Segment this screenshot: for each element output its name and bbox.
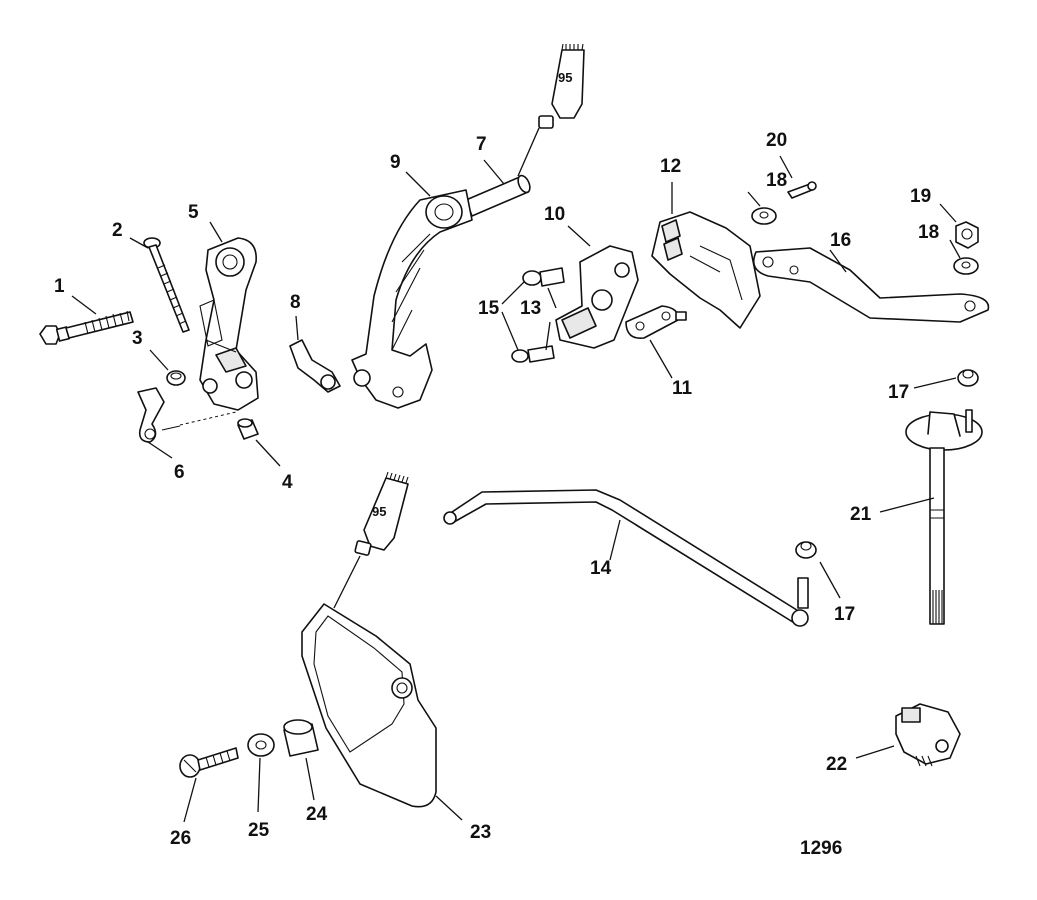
sealant-tube-95-bottom: 95 bbox=[354, 471, 409, 556]
part-11-link bbox=[625, 305, 687, 339]
part-18-washer-b bbox=[953, 257, 979, 275]
callout-2: 2 bbox=[112, 220, 123, 241]
callout-labels: 1 2 3 4 5 6 7 8 9 10 11 12 13 14 15 16 1… bbox=[54, 130, 939, 849]
part-22-clip bbox=[895, 703, 961, 767]
part-21-shaft bbox=[905, 409, 983, 625]
part-26-screw bbox=[179, 747, 239, 778]
tube-label-top: 95 bbox=[558, 70, 572, 85]
leader-lines bbox=[71, 155, 961, 823]
callout-10: 10 bbox=[544, 204, 565, 225]
callout-24: 24 bbox=[306, 804, 328, 825]
callout-21: 21 bbox=[850, 504, 872, 525]
callout-6: 6 bbox=[174, 462, 185, 483]
callout-13: 13 bbox=[520, 298, 541, 319]
callout-14: 14 bbox=[590, 558, 612, 579]
part-18-washer-a bbox=[751, 207, 777, 225]
part-8-linkage bbox=[289, 339, 341, 393]
callout-20: 20 bbox=[766, 130, 787, 151]
part-24-spacer bbox=[283, 719, 319, 757]
callout-5: 5 bbox=[188, 202, 199, 223]
part-3-bushing bbox=[166, 370, 186, 386]
part-25-washer bbox=[247, 733, 275, 757]
callout-16: 16 bbox=[830, 230, 851, 251]
callout-18a: 18 bbox=[766, 170, 787, 191]
callout-7: 7 bbox=[476, 134, 487, 155]
part-2-screw bbox=[143, 237, 190, 333]
callout-18b: 18 bbox=[918, 222, 939, 243]
part-16-throttle-arm bbox=[752, 247, 990, 323]
part-9-bracket bbox=[351, 189, 473, 409]
callout-12: 12 bbox=[660, 156, 681, 177]
part-7-pin bbox=[465, 174, 531, 217]
callout-22: 22 bbox=[826, 754, 847, 775]
callout-4: 4 bbox=[282, 472, 293, 493]
part-23-cover bbox=[301, 603, 437, 808]
callout-11: 11 bbox=[672, 378, 693, 399]
callout-1: 1 bbox=[54, 276, 65, 297]
callout-26: 26 bbox=[170, 828, 191, 849]
callout-17b: 17 bbox=[834, 604, 855, 625]
callout-8: 8 bbox=[290, 292, 301, 313]
callout-3: 3 bbox=[132, 328, 143, 349]
callout-19: 19 bbox=[910, 186, 931, 207]
diagram-reference-number: 1296 bbox=[800, 838, 842, 859]
part-4-sleeve bbox=[237, 418, 259, 440]
part-14-rod bbox=[443, 489, 809, 627]
part-17-nut-b bbox=[795, 541, 817, 559]
part-12-anchor bbox=[651, 211, 761, 329]
callout-17a: 17 bbox=[888, 382, 909, 403]
part-10-cam bbox=[555, 245, 639, 349]
part-17-nut-a bbox=[957, 369, 979, 387]
part-6-spring-clip bbox=[137, 387, 181, 443]
part-1-bolt bbox=[39, 310, 134, 345]
part-5-lever-arm bbox=[199, 237, 259, 411]
part-19-nut bbox=[955, 221, 979, 249]
callout-9: 9 bbox=[390, 152, 401, 173]
part-20-cotter-pin bbox=[787, 181, 817, 199]
tube-label-bottom: 95 bbox=[372, 504, 386, 519]
callout-25: 25 bbox=[248, 820, 270, 841]
callout-23: 23 bbox=[470, 822, 491, 843]
sealant-tube-95-top: 95 bbox=[538, 43, 585, 129]
callout-15: 15 bbox=[478, 298, 500, 319]
part-13-spacers bbox=[527, 267, 565, 363]
